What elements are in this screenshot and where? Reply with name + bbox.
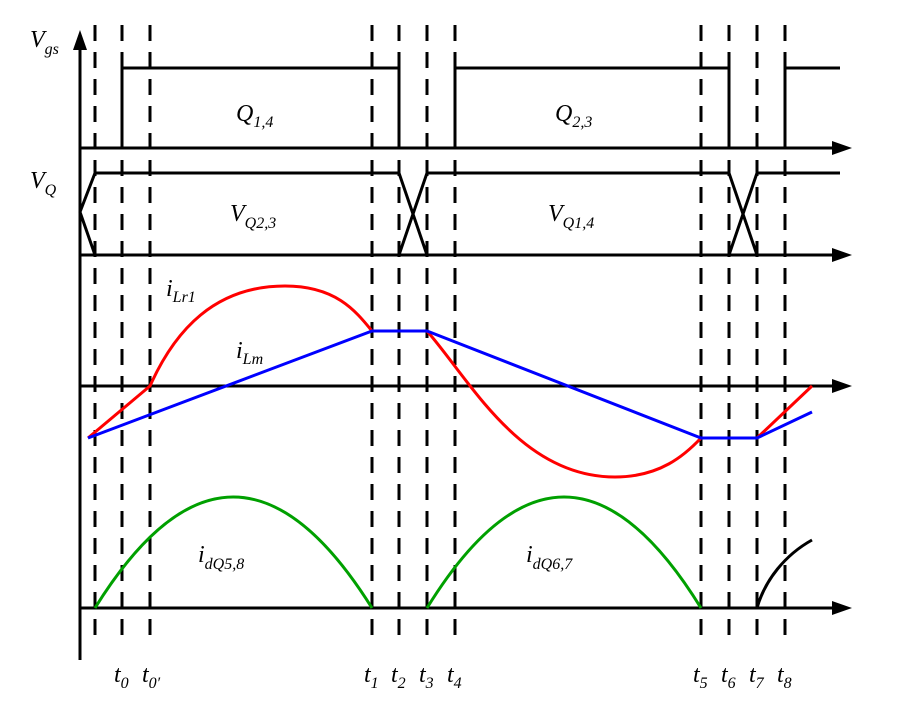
time-label-t7: t6 bbox=[721, 662, 736, 692]
q14-gate-pulse bbox=[120, 66, 401, 148]
idq58-label: idQ5,8 bbox=[198, 542, 244, 573]
vq-arrow-icon bbox=[832, 248, 852, 262]
current-axis-arrow-icon bbox=[832, 379, 852, 393]
vq14-label: VQ1,4 bbox=[548, 201, 594, 232]
q14-label: Q1,4 bbox=[236, 101, 273, 131]
vgs-axis-label: Vgs bbox=[30, 27, 59, 58]
ilm-curve bbox=[87, 329, 813, 440]
vq23-label: VQ2,3 bbox=[230, 201, 276, 232]
diode-axis-arrow-icon bbox=[832, 601, 852, 615]
time-label-t2: t1 bbox=[364, 662, 379, 692]
time-label-t9: t8 bbox=[777, 662, 792, 692]
time-label-t4: t3 bbox=[419, 662, 434, 692]
vq14-waveform bbox=[397, 171, 759, 256]
idq67-label: idQ6,7 bbox=[526, 542, 573, 573]
ilm-label: iLm bbox=[236, 338, 263, 368]
idq67-curve bbox=[425, 495, 703, 609]
q23-label: Q2,3 bbox=[555, 101, 592, 131]
vertical-axis-arrow-icon bbox=[73, 30, 87, 50]
idq58-curve bbox=[93, 495, 374, 609]
vq23-waveform bbox=[95, 171, 429, 256]
time-label-t5: t4 bbox=[447, 662, 462, 692]
vq23-waveform-next bbox=[727, 171, 840, 256]
time-label-t0: t0 bbox=[114, 662, 129, 692]
next-diode-current-curve bbox=[755, 538, 813, 609]
vgs-arrow-icon bbox=[832, 141, 852, 155]
time-labels: t0 t0′ t1 t2 t3 t4 t5 t6 t7 t8 bbox=[114, 662, 792, 692]
ilr1-curve bbox=[87, 284, 814, 479]
ilr1-label: iLr1 bbox=[166, 276, 196, 306]
vq-axis-label: VQ bbox=[30, 168, 57, 199]
time-label-t6: t5 bbox=[693, 662, 708, 692]
time-label-t8: t7 bbox=[749, 662, 765, 692]
time-label-t3: t2 bbox=[391, 662, 406, 692]
q23-gate-pulse bbox=[453, 66, 731, 148]
q14-gate-pulse-next bbox=[783, 66, 840, 148]
time-label-t1: t0′ bbox=[142, 662, 161, 692]
vq-initial-transition bbox=[78, 172, 97, 256]
